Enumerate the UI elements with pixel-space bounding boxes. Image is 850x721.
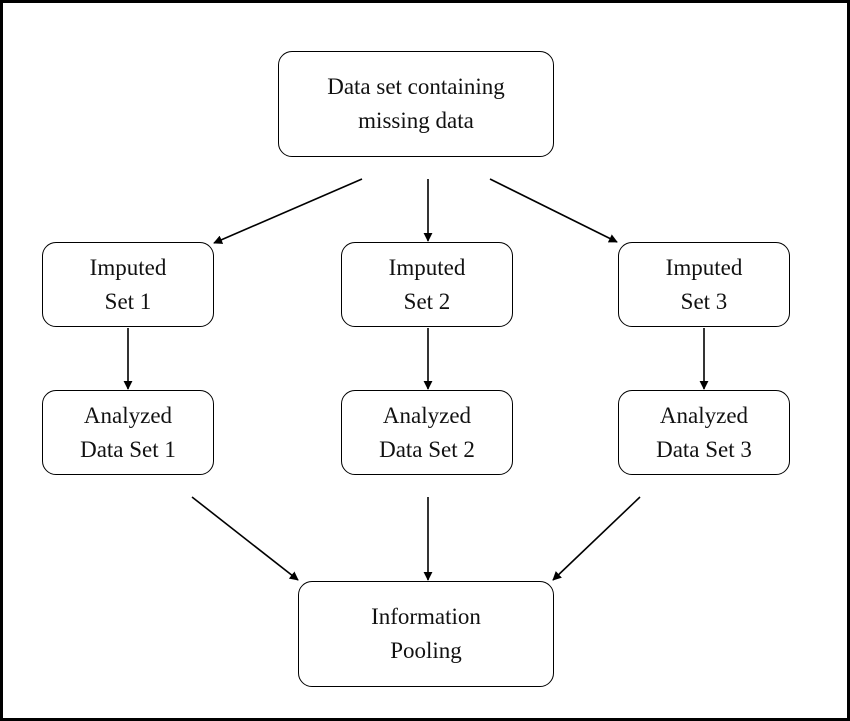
node-analyzed-data-set-1: Analyzed Data Set 1 <box>42 390 214 475</box>
node-label-line2: Set 2 <box>403 288 451 314</box>
node-label-line2: Set 1 <box>104 288 152 314</box>
node-analyzed-data-set-2: Analyzed Data Set 2 <box>341 390 513 475</box>
node-label-line1: Imputed <box>388 254 466 280</box>
node-label-line2: missing data <box>358 108 474 133</box>
node-label-line1: Information <box>371 604 481 629</box>
node-information-pooling: Information Pooling <box>298 581 554 687</box>
node-dataset-missing-data: Data set containing missing data <box>278 51 554 157</box>
node-label-line2: Data Set 1 <box>80 436 176 462</box>
node-label-line2: Data Set 2 <box>379 436 475 462</box>
arrow-analyzed-3-to-pooling <box>552 496 641 581</box>
node-label-line1: Imputed <box>89 254 167 280</box>
node-imputed-set-1: Imputed Set 1 <box>42 242 214 327</box>
node-label-line1: Analyzed <box>659 402 749 428</box>
node-label-line1: Analyzed <box>382 402 472 428</box>
node-imputed-set-2: Imputed Set 2 <box>341 242 513 327</box>
node-label-line2: Pooling <box>390 638 462 663</box>
arrow-root-to-imputed-1 <box>213 178 363 244</box>
arrow-root-to-imputed-3 <box>489 178 618 243</box>
arrow-analyzed-1-to-pooling <box>191 496 299 581</box>
node-label-line2: Data Set 3 <box>656 436 752 462</box>
node-analyzed-data-set-3: Analyzed Data Set 3 <box>618 390 790 475</box>
node-label-line1: Analyzed <box>83 402 173 428</box>
node-imputed-set-3: Imputed Set 3 <box>618 242 790 327</box>
node-label-line2: Set 3 <box>680 288 728 314</box>
node-label-line1: Data set containing <box>327 74 505 99</box>
node-label-line1: Imputed <box>665 254 743 280</box>
